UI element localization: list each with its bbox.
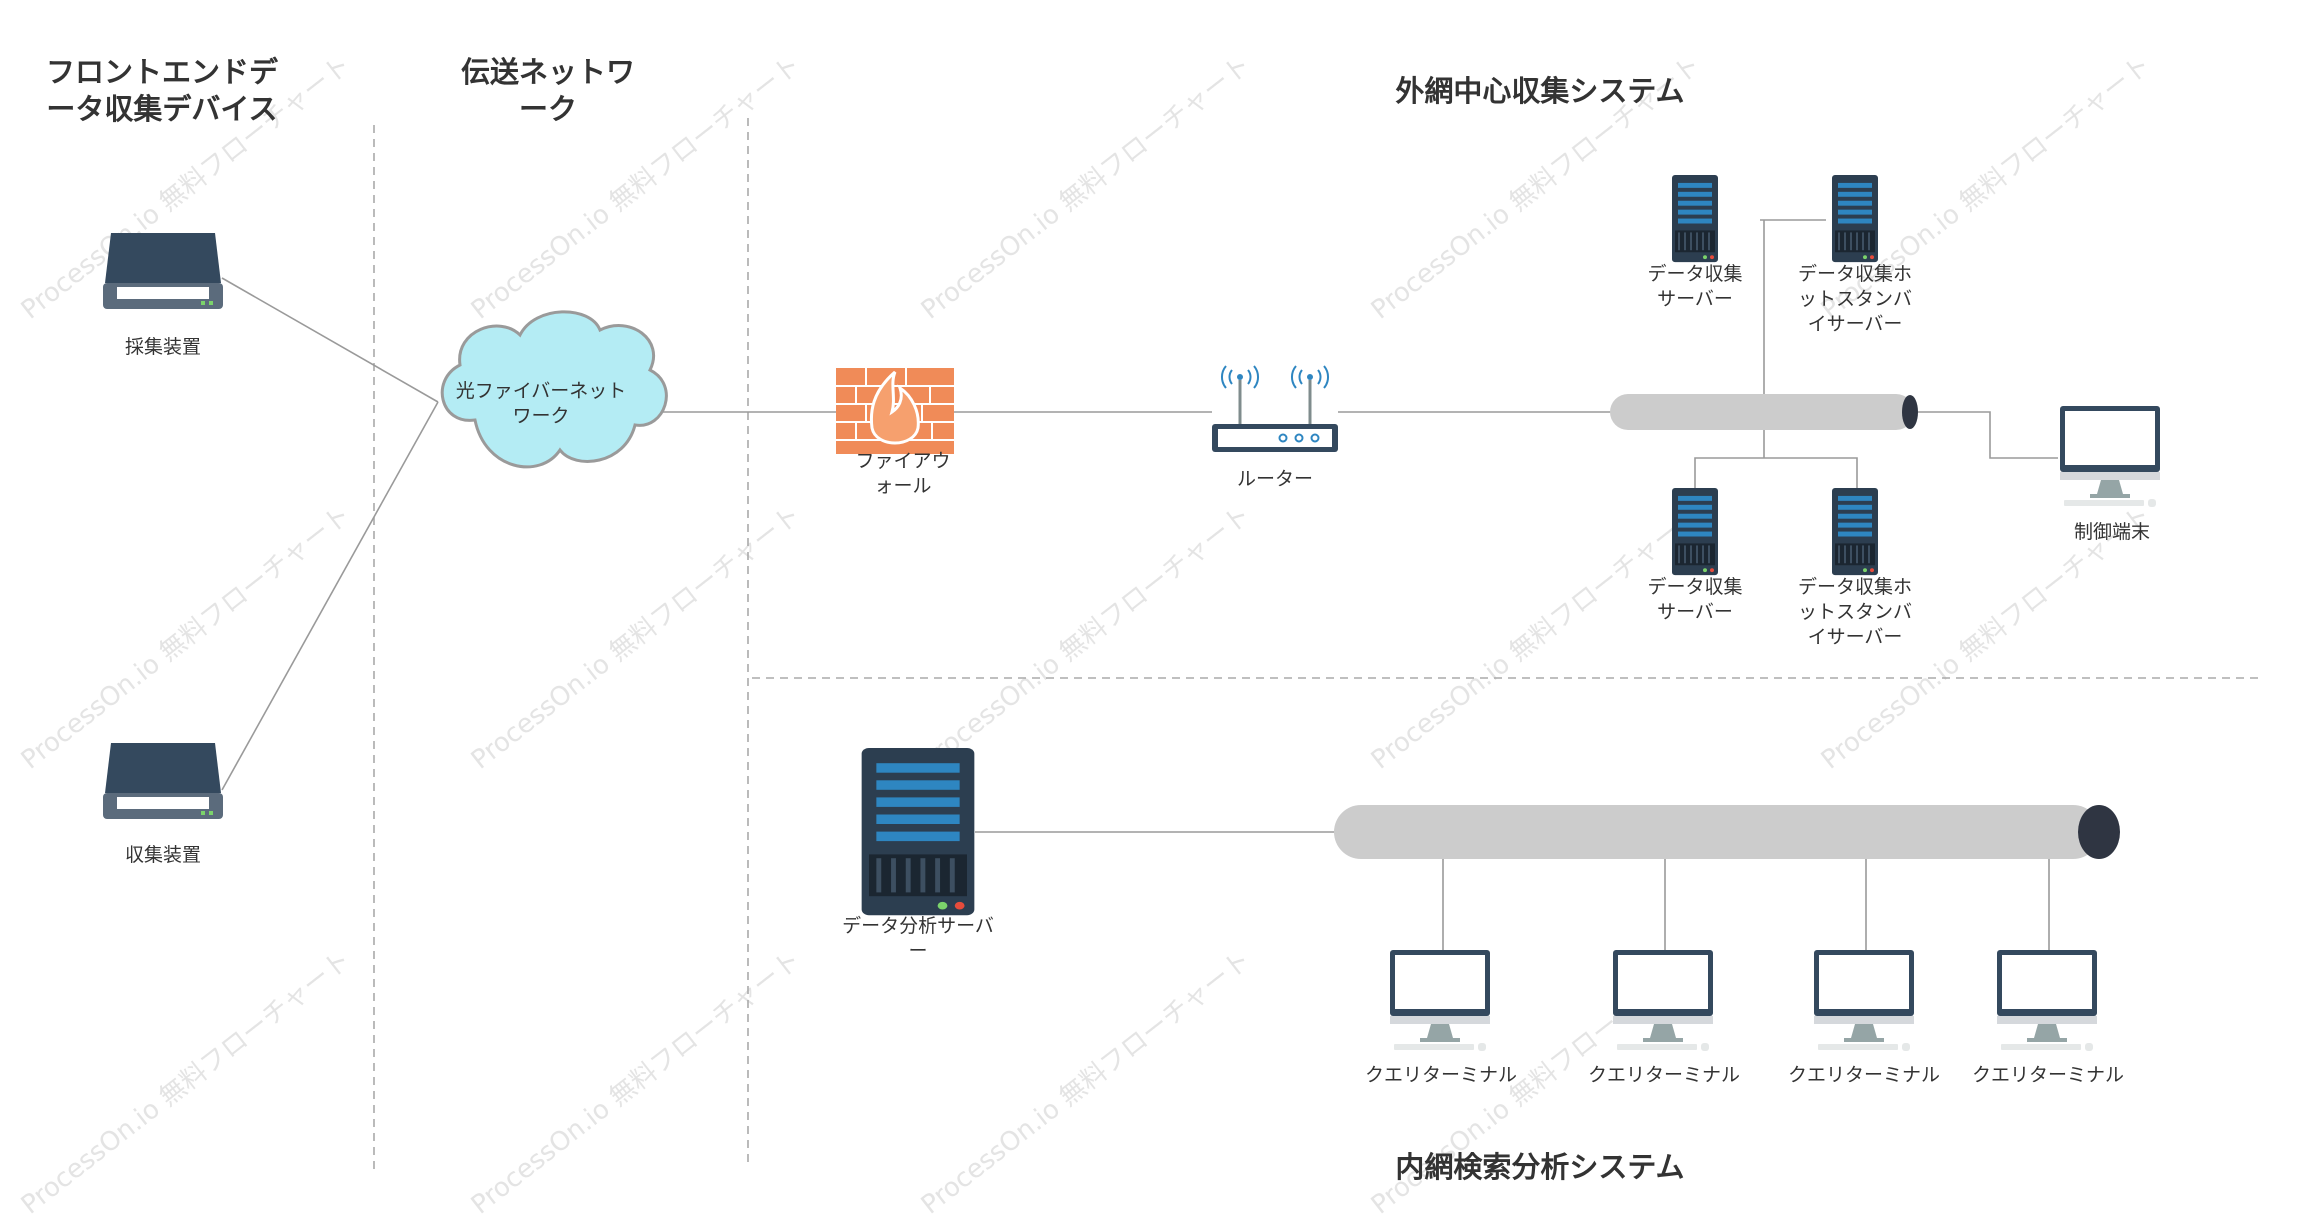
firewall-label: ォール [874,475,931,497]
watermark-text: ProcessOn.io 無料フローチャート [1366,500,1707,775]
watermark-text: ProcessOn.io 無料フローチャート [466,945,807,1220]
monitor-icon [1613,950,1713,1051]
watermark-text: ProcessOn.io 無料フローチャート [16,500,357,775]
server-icon [1671,174,1719,264]
control-terminal-label: 制御端末 [2074,521,2150,543]
analysis-server-label: ー [908,940,927,962]
section-title-external: 外網中心収集システム [1395,74,1684,108]
standby-top-label: データ収集ホ [1798,263,1912,285]
watermark-text: ProcessOn.io 無料フローチャート [916,500,1257,775]
router-label: ルーター [1237,468,1313,490]
analysis-server-icon [862,748,975,915]
server-top-label: データ収集 [1647,263,1742,285]
link-servers-bottom [1694,457,1858,488]
standby-bottom-label: ットスタンバ [1798,601,1912,623]
link-collector2-cloud [221,401,439,791]
standby-bottom-label: イサーバー [1808,626,1903,648]
server-icon [1671,487,1719,577]
standby-top-label: ットスタンバ [1798,288,1912,310]
cloud-icon [440,310,668,469]
scanner-icon [103,233,223,309]
network-bus-internal [1334,805,2120,859]
section-title-frontend: ータ収集デバイス [46,92,277,126]
monitor-icon [1814,950,1914,1051]
section-title-internal: 内網検索分析システム [1395,1150,1684,1184]
link-bus-control [1918,411,2058,459]
query-terminal-label: クエリターミナル [1365,1064,1517,1086]
firewall-label: ファイアウ [855,450,950,472]
analysis-server-label: データ分析サーバ [842,915,994,937]
firewall-icon [836,368,954,454]
connector-lines [221,219,2058,950]
watermark-text: ProcessOn.io 無料フローチャート [916,50,1257,325]
cloud-label: 光ファイバーネット [456,380,627,402]
link-collector1-cloud [221,277,439,403]
collector-1-label: 採集装置 [125,336,201,358]
watermark-text: ProcessOn.io 無料フローチャート [16,945,357,1220]
monitor-icon [1997,950,2097,1051]
monitor-icon [2060,406,2160,507]
monitor-icon [1390,950,1490,1051]
standby-top-label: イサーバー [1808,313,1903,335]
server-top-label: サーバー [1657,288,1733,310]
section-title-transport: ーク [519,92,577,126]
standby-bottom-label: データ収集ホ [1798,576,1912,598]
query-terminal-label: クエリターミナル [1972,1064,2124,1086]
watermark-text: ProcessOn.io 無料フローチャート [466,50,807,325]
router-icon [1212,365,1338,452]
section-title-frontend: フロントエンドデ [46,55,279,89]
scanner-icon [103,743,223,819]
cloud-label: ワーク [512,405,569,427]
network-bus-external [1610,394,1918,430]
watermark-text: ProcessOn.io 無料フローチャート [916,945,1257,1220]
query-terminal-label: クエリターミナル [1788,1064,1940,1086]
query-terminal-label: クエリターミナル [1588,1064,1740,1086]
collector-2-label: 収集装置 [125,844,201,866]
server-bottom-label: データ収集 [1647,576,1742,598]
section-title-transport: 伝送ネットワ [461,55,635,89]
server-bottom-label: サーバー [1657,601,1733,623]
watermark-text: ProcessOn.io 無料フローチャート [466,500,807,775]
server-icon [1831,487,1879,577]
server-icon [1831,174,1879,264]
